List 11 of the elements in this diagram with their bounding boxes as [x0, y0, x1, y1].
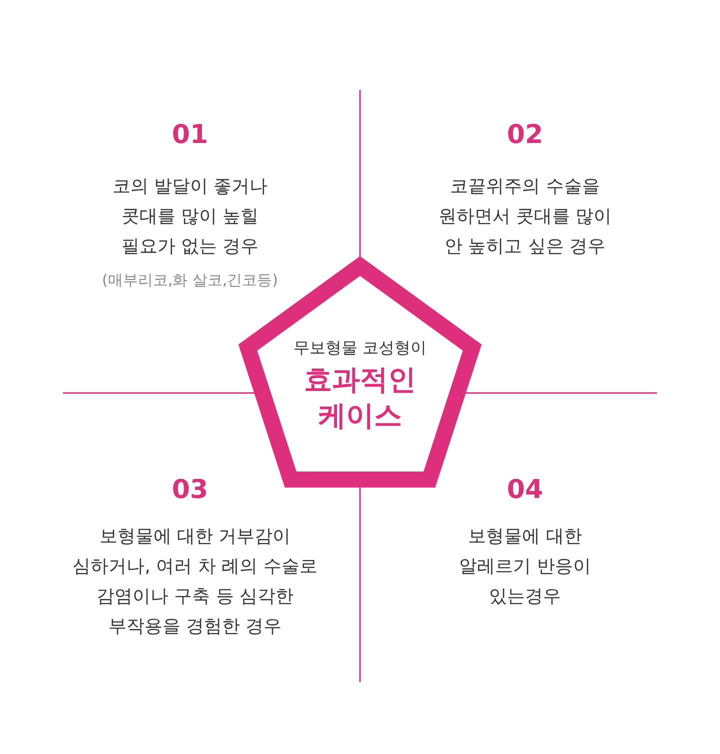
number-label: 04 — [506, 475, 544, 505]
number-label: 03 — [172, 475, 208, 505]
case-description: 보형물에 대한 거부감이 심하거나, 여러 차 례의 수술로 감염이나 구축 등 심각한 부작용을 경험한 경우 — [72, 525, 318, 639]
number-label: 02 — [506, 120, 544, 150]
number-label: 01 — [172, 120, 208, 150]
pentagon-subtitle: 무보형물 코성형이 — [292, 338, 428, 359]
pentagon-title: 효과적인 케이스 — [303, 362, 417, 434]
case-description: 코의 발달이 좋거나 콧대를 많이 높힐 필요가 없는 경우 — [111, 175, 269, 259]
note-text: (매부리코,화 살코,긴코등) — [100, 271, 279, 290]
case-description: 보형물에 대한 알레르기 반응이 있는경우 — [458, 525, 592, 609]
case-description: 코끝위주의 수술을 원하면서 콧대를 많이 안 높히고 싶은 경우 — [437, 175, 613, 259]
